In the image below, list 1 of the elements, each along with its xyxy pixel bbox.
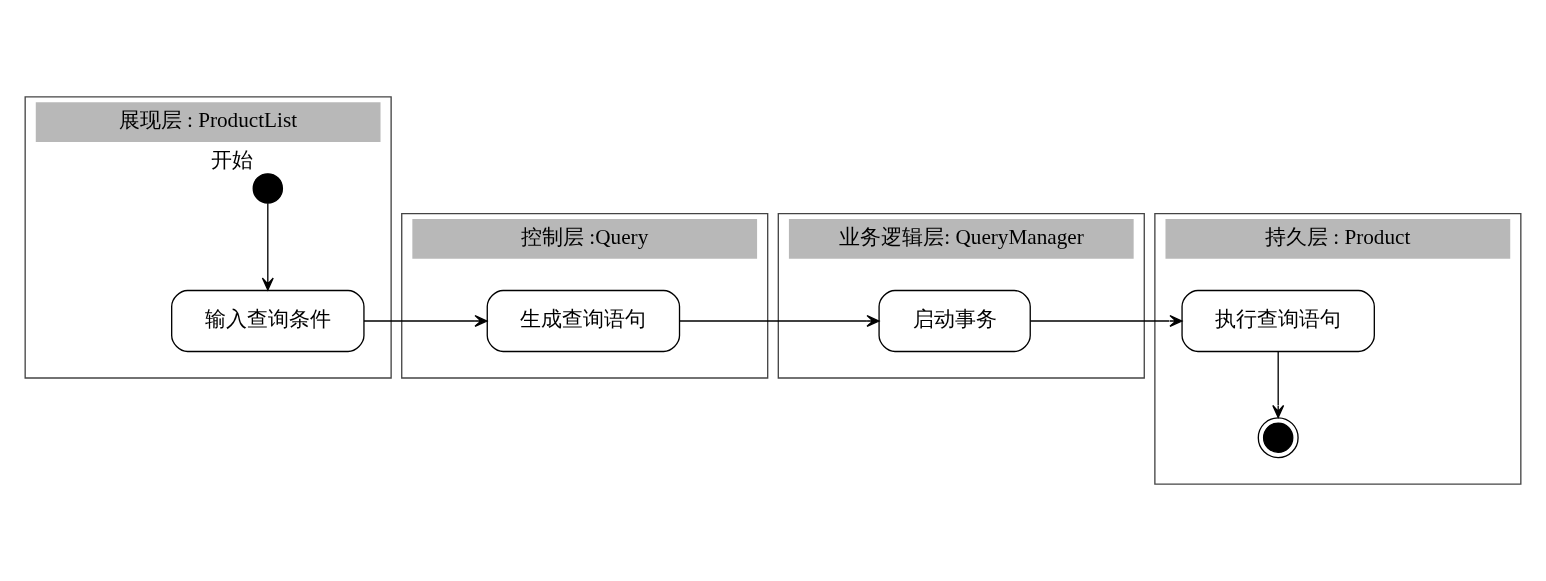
node-label: 开始 [211,147,254,172]
